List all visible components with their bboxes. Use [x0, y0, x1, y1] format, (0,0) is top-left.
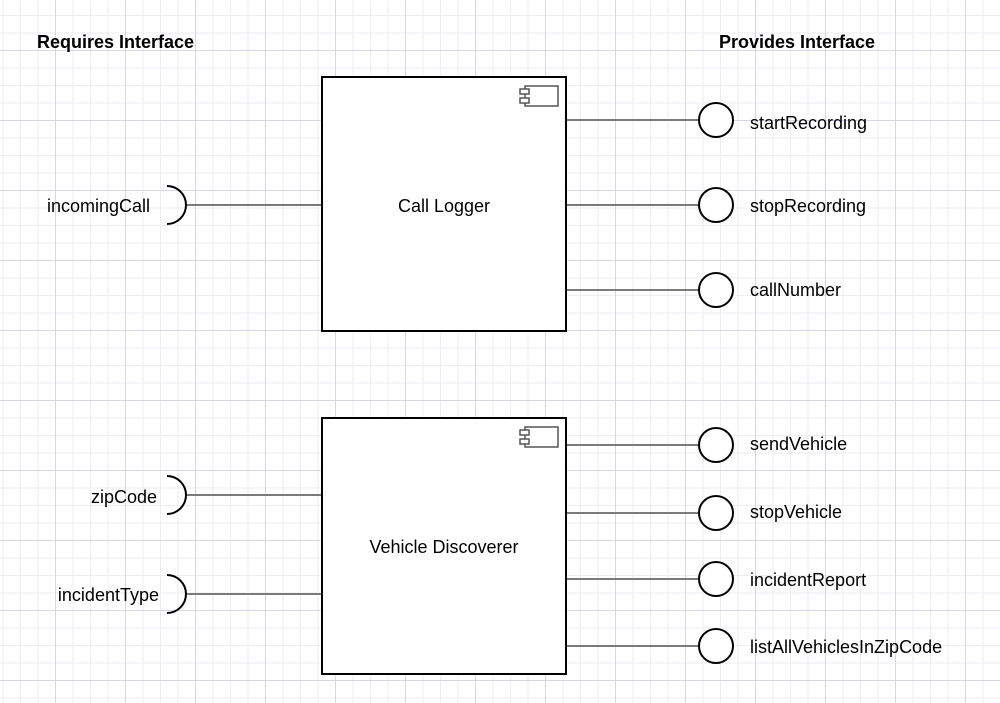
- zip-code-socket: [166, 475, 187, 515]
- call-logger-component[interactable]: Call Logger incomingCall startRecording …: [47, 76, 867, 332]
- requires-interface-header: Requires Interface: [37, 32, 194, 52]
- list-all-vehicles-label: listAllVehiclesInZipCode: [750, 637, 942, 657]
- call-logger-name: Call Logger: [398, 196, 490, 216]
- stop-recording-label: stopRecording: [750, 196, 866, 216]
- send-vehicle-lollipop: [698, 427, 734, 463]
- list-all-vehicles-lollipop: [698, 628, 734, 664]
- stop-recording-lollipop: [698, 187, 734, 223]
- send-vehicle-label: sendVehicle: [750, 434, 847, 454]
- incoming-call-socket: [166, 185, 187, 225]
- vehicle-discoverer-component[interactable]: Vehicle Discoverer zipCode incidentType …: [58, 417, 942, 675]
- component-icon: [519, 85, 559, 107]
- start-recording-lollipop: [698, 102, 734, 138]
- zip-code-label: zipCode: [91, 487, 157, 507]
- incident-report-lollipop: [698, 561, 734, 597]
- incident-type-socket: [166, 574, 187, 614]
- call-logger-box[interactable]: [321, 76, 567, 332]
- provides-interface-header: Provides Interface: [719, 32, 875, 52]
- stop-vehicle-lollipop: [698, 495, 734, 531]
- vehicle-discoverer-box[interactable]: [321, 417, 567, 675]
- incoming-call-label: incomingCall: [47, 196, 150, 216]
- call-number-label: callNumber: [750, 280, 841, 300]
- incident-report-label: incidentReport: [750, 570, 866, 590]
- stop-vehicle-label: stopVehicle: [750, 502, 842, 522]
- incident-type-label: incidentType: [58, 585, 159, 605]
- vehicle-discoverer-name: Vehicle Discoverer: [369, 537, 518, 557]
- component-icon: [519, 426, 559, 448]
- start-recording-label: startRecording: [750, 113, 867, 133]
- call-number-lollipop: [698, 272, 734, 308]
